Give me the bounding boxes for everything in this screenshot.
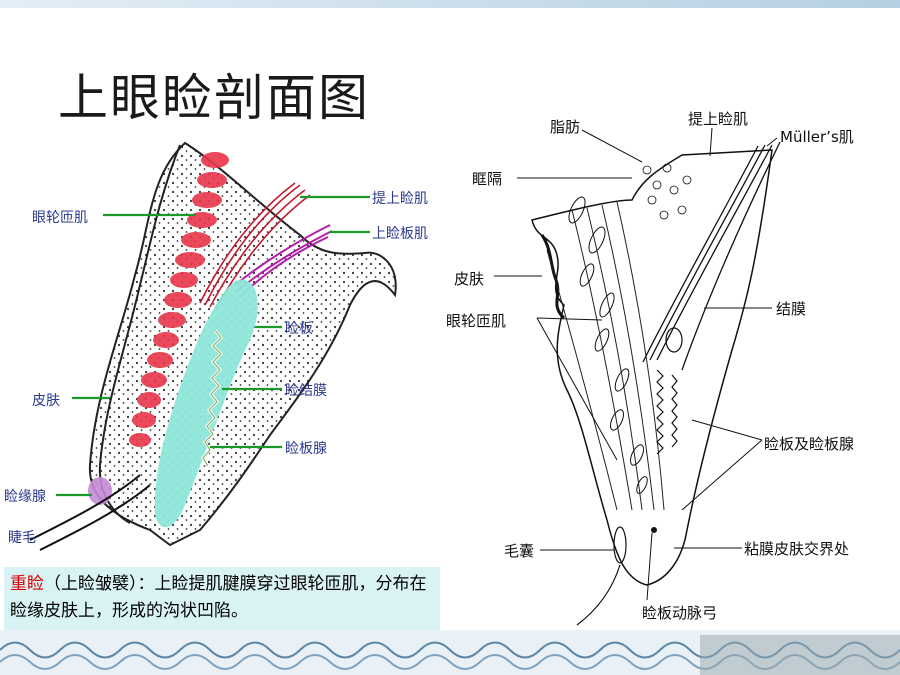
tarsal-glands-right (656, 327, 683, 455)
label-hair-follicle-right: 毛囊 (504, 542, 535, 560)
caption-term: 重睑 (10, 574, 44, 594)
label-conjunctiva-right: 结膜 (776, 300, 807, 318)
fat-cells-right (642, 163, 692, 220)
marginal-gland-left (88, 477, 112, 505)
caption-text: （上睑皱襞）：上睑提肌腱膜穿过眼轮匝肌，分布在睑缘皮肤上，形成的沟状凹陷。 (10, 574, 427, 621)
slide-title: 上眼睑剖面图 (58, 69, 370, 127)
label-tarsus-glands-right: 睑板及睑板腺 (764, 435, 855, 453)
label-mucocutaneous-right: 粘膜皮肤交界处 (744, 540, 850, 558)
eyelid-outline-right (531, 149, 773, 586)
orbicularis-ovals-right (568, 196, 648, 494)
label-orbicularis-left: 眼轮匝肌 (32, 210, 88, 226)
skin-contour-right (540, 234, 566, 320)
levator-fibers-right (642, 141, 781, 371)
eyelashes-left (29, 474, 151, 551)
label-fat-right: 脂肪 (550, 118, 581, 136)
top-decor-bar (0, 0, 900, 8)
label-superior-tarsal-left: 上睑板肌 (372, 226, 428, 242)
label-septum-right: 眶隔 (472, 170, 503, 188)
label-levator-right: 提上睑肌 (688, 110, 749, 128)
tarsus-plate-left (154, 279, 258, 528)
arterial-arcade-dot-right (651, 527, 657, 533)
right-eyelid-diagram: 脂肪 提上睑肌 Müller’s肌 眶隔 皮肤 眼轮匝肌 结膜 睑板及睑板腺 毛… (442, 90, 900, 630)
right-diagram-svg (494, 127, 781, 626)
label-marginal-gland-left: 睑缘腺 (4, 489, 46, 505)
label-tarsus-left: 睑板 (285, 321, 313, 337)
label-eyelash-left: 睫毛 (8, 530, 36, 546)
left-eyelid-diagram: 眼轮匝肌 提上睑肌 上睑板肌 睑板 睑结膜 皮肤 睑板腺 睑缘腺 睫毛 (0, 135, 440, 555)
leader-lines-right (494, 127, 778, 601)
label-meibomian-left: 睑板腺 (285, 441, 327, 457)
label-conjunctiva-left: 睑结膜 (285, 383, 327, 399)
label-skin-right: 皮肤 (454, 270, 485, 288)
label-orbicularis-right: 眼轮匝肌 (446, 312, 507, 330)
caption-box: 重睑（上睑皱襞）：上睑提肌腱膜穿过眼轮匝肌，分布在睑缘皮肤上，形成的沟状凹陷。 (4, 567, 440, 637)
label-muller-right: Müller’s肌 (780, 128, 854, 146)
hair-follicle-right (613, 526, 627, 564)
label-skin-left: 皮肤 (32, 393, 60, 409)
orbicularis-muscle-left (129, 152, 229, 447)
left-diagram-svg (29, 141, 397, 551)
wave-footer (0, 630, 900, 675)
label-arterial-arcade-right: 睑板动脉弓 (642, 604, 718, 622)
leader-lines-left (56, 195, 370, 497)
label-levator-left: 提上睑肌 (372, 191, 428, 207)
